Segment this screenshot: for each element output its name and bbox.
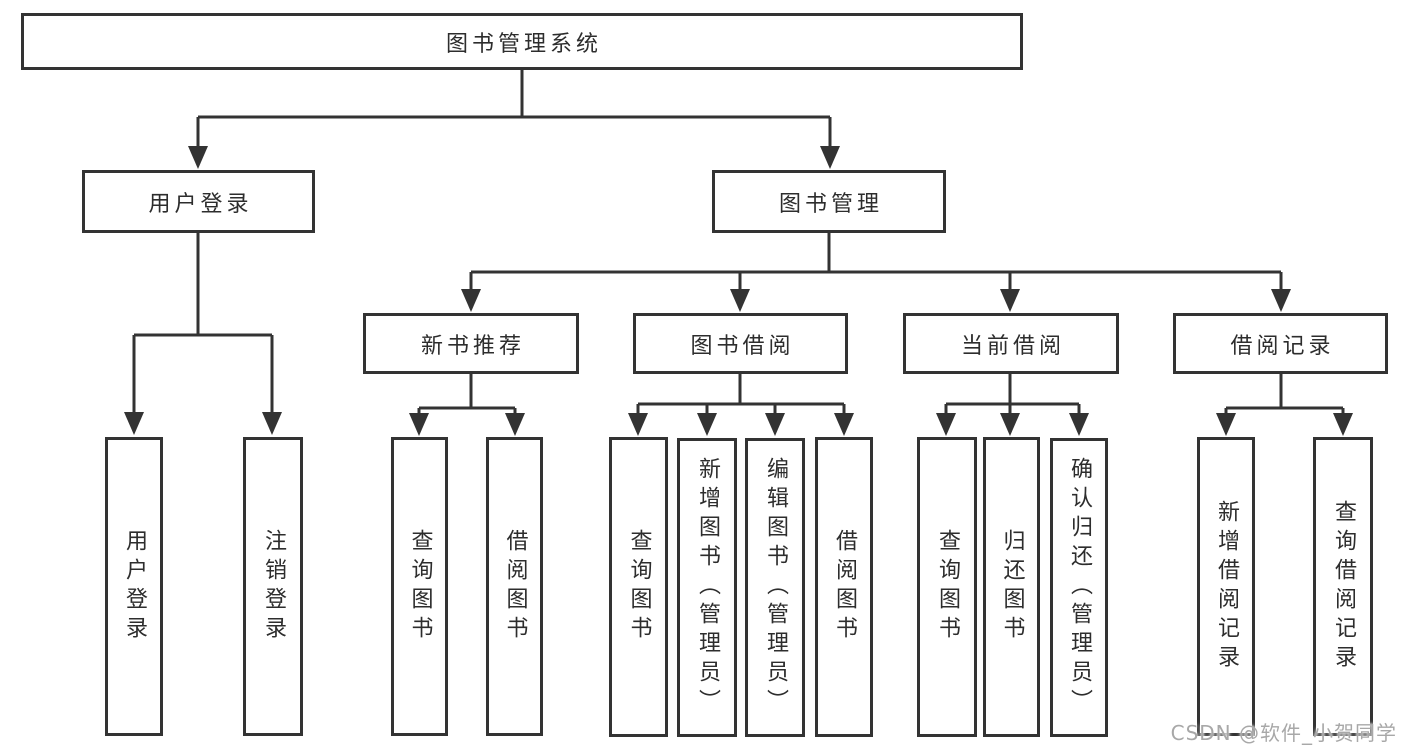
node-label: 借阅记录 (1230, 333, 1335, 359)
arrow-down-icon (409, 413, 429, 436)
leaf-borrowing-borrow-books: 借阅图书 (815, 437, 873, 737)
arrow-down-icon (262, 412, 282, 435)
leaf-query-borrow-record: 查询借阅记录 (1313, 437, 1373, 736)
node-label: 借阅图书 (832, 529, 857, 645)
node-label: 归还图书 (999, 529, 1025, 645)
node-label: 查询图书 (626, 529, 652, 645)
node-book-management: 图书管理 (712, 170, 946, 233)
leaf-borrowing-query-books: 查询图书 (609, 437, 668, 737)
leaf-edit-book-admin: 编辑图书（管理员） (745, 438, 805, 737)
node-label: 查询图书 (407, 528, 433, 645)
arrow-down-icon (1216, 413, 1236, 436)
arrow-down-icon (697, 413, 717, 436)
node-new-book-recommend: 新书推荐 (363, 313, 579, 374)
node-library-management-system: 图书管理系统 (21, 13, 1023, 70)
node-label: 当前借阅 (960, 333, 1065, 359)
node-user-login: 用户登录 (82, 170, 315, 233)
node-label: 图书借阅 (690, 333, 795, 359)
leaf-logout: 注销登录 (243, 437, 303, 736)
node-current-borrowing: 当前借阅 (903, 313, 1119, 374)
leaf-add-borrow-record: 新增借阅记录 (1197, 437, 1255, 736)
arrow-down-icon (820, 146, 840, 169)
arrow-down-icon (1000, 413, 1020, 436)
node-label: 编辑图书（管理员） (763, 457, 788, 718)
arrow-down-icon (765, 413, 785, 436)
arrow-down-icon (188, 146, 208, 169)
arrow-down-icon (1271, 289, 1291, 312)
node-label: 图书管理系统 (445, 31, 602, 57)
node-label: 注销登录 (261, 528, 286, 645)
node-label: 新增图书（管理员） (695, 457, 720, 718)
leaf-add-book-admin: 新增图书（管理员） (677, 438, 737, 737)
arrow-down-icon (461, 289, 481, 312)
node-borrowing-records: 借阅记录 (1173, 313, 1388, 374)
arrow-down-icon (505, 413, 525, 436)
leaf-user-login: 用户登录 (105, 437, 163, 736)
node-label: 查询借阅记录 (1331, 499, 1356, 674)
arrow-down-icon (1000, 289, 1020, 312)
csdn-watermark: CSDN @软件_小贺同学 (1170, 721, 1397, 745)
arrow-down-icon (936, 413, 956, 436)
node-label: 用户登录 (122, 528, 147, 645)
leaf-current-query-books: 查询图书 (917, 437, 977, 737)
leaf-confirm-return-admin: 确认归还（管理员） (1050, 438, 1108, 737)
node-label: 新增借阅记录 (1214, 499, 1239, 674)
arrow-down-icon (1333, 413, 1353, 436)
leaf-recommend-borrow-books: 借阅图书 (486, 437, 543, 736)
arrow-down-icon (124, 412, 144, 435)
node-label: 借阅图书 (502, 528, 528, 645)
node-book-borrowing: 图书借阅 (633, 313, 848, 374)
node-label: 查询图书 (935, 529, 960, 645)
arrow-down-icon (628, 413, 648, 436)
arrow-down-icon (730, 289, 750, 312)
arrow-down-icon (834, 413, 854, 436)
leaf-recommend-query-books: 查询图书 (391, 437, 448, 736)
node-label: 用户登录 (148, 191, 253, 217)
leaf-return-books: 归还图书 (983, 437, 1040, 737)
node-label: 新书推荐 (420, 333, 525, 359)
node-label: 确认归还（管理员） (1067, 457, 1092, 718)
arrow-down-icon (1069, 413, 1089, 436)
node-label: 图书管理 (778, 191, 883, 217)
